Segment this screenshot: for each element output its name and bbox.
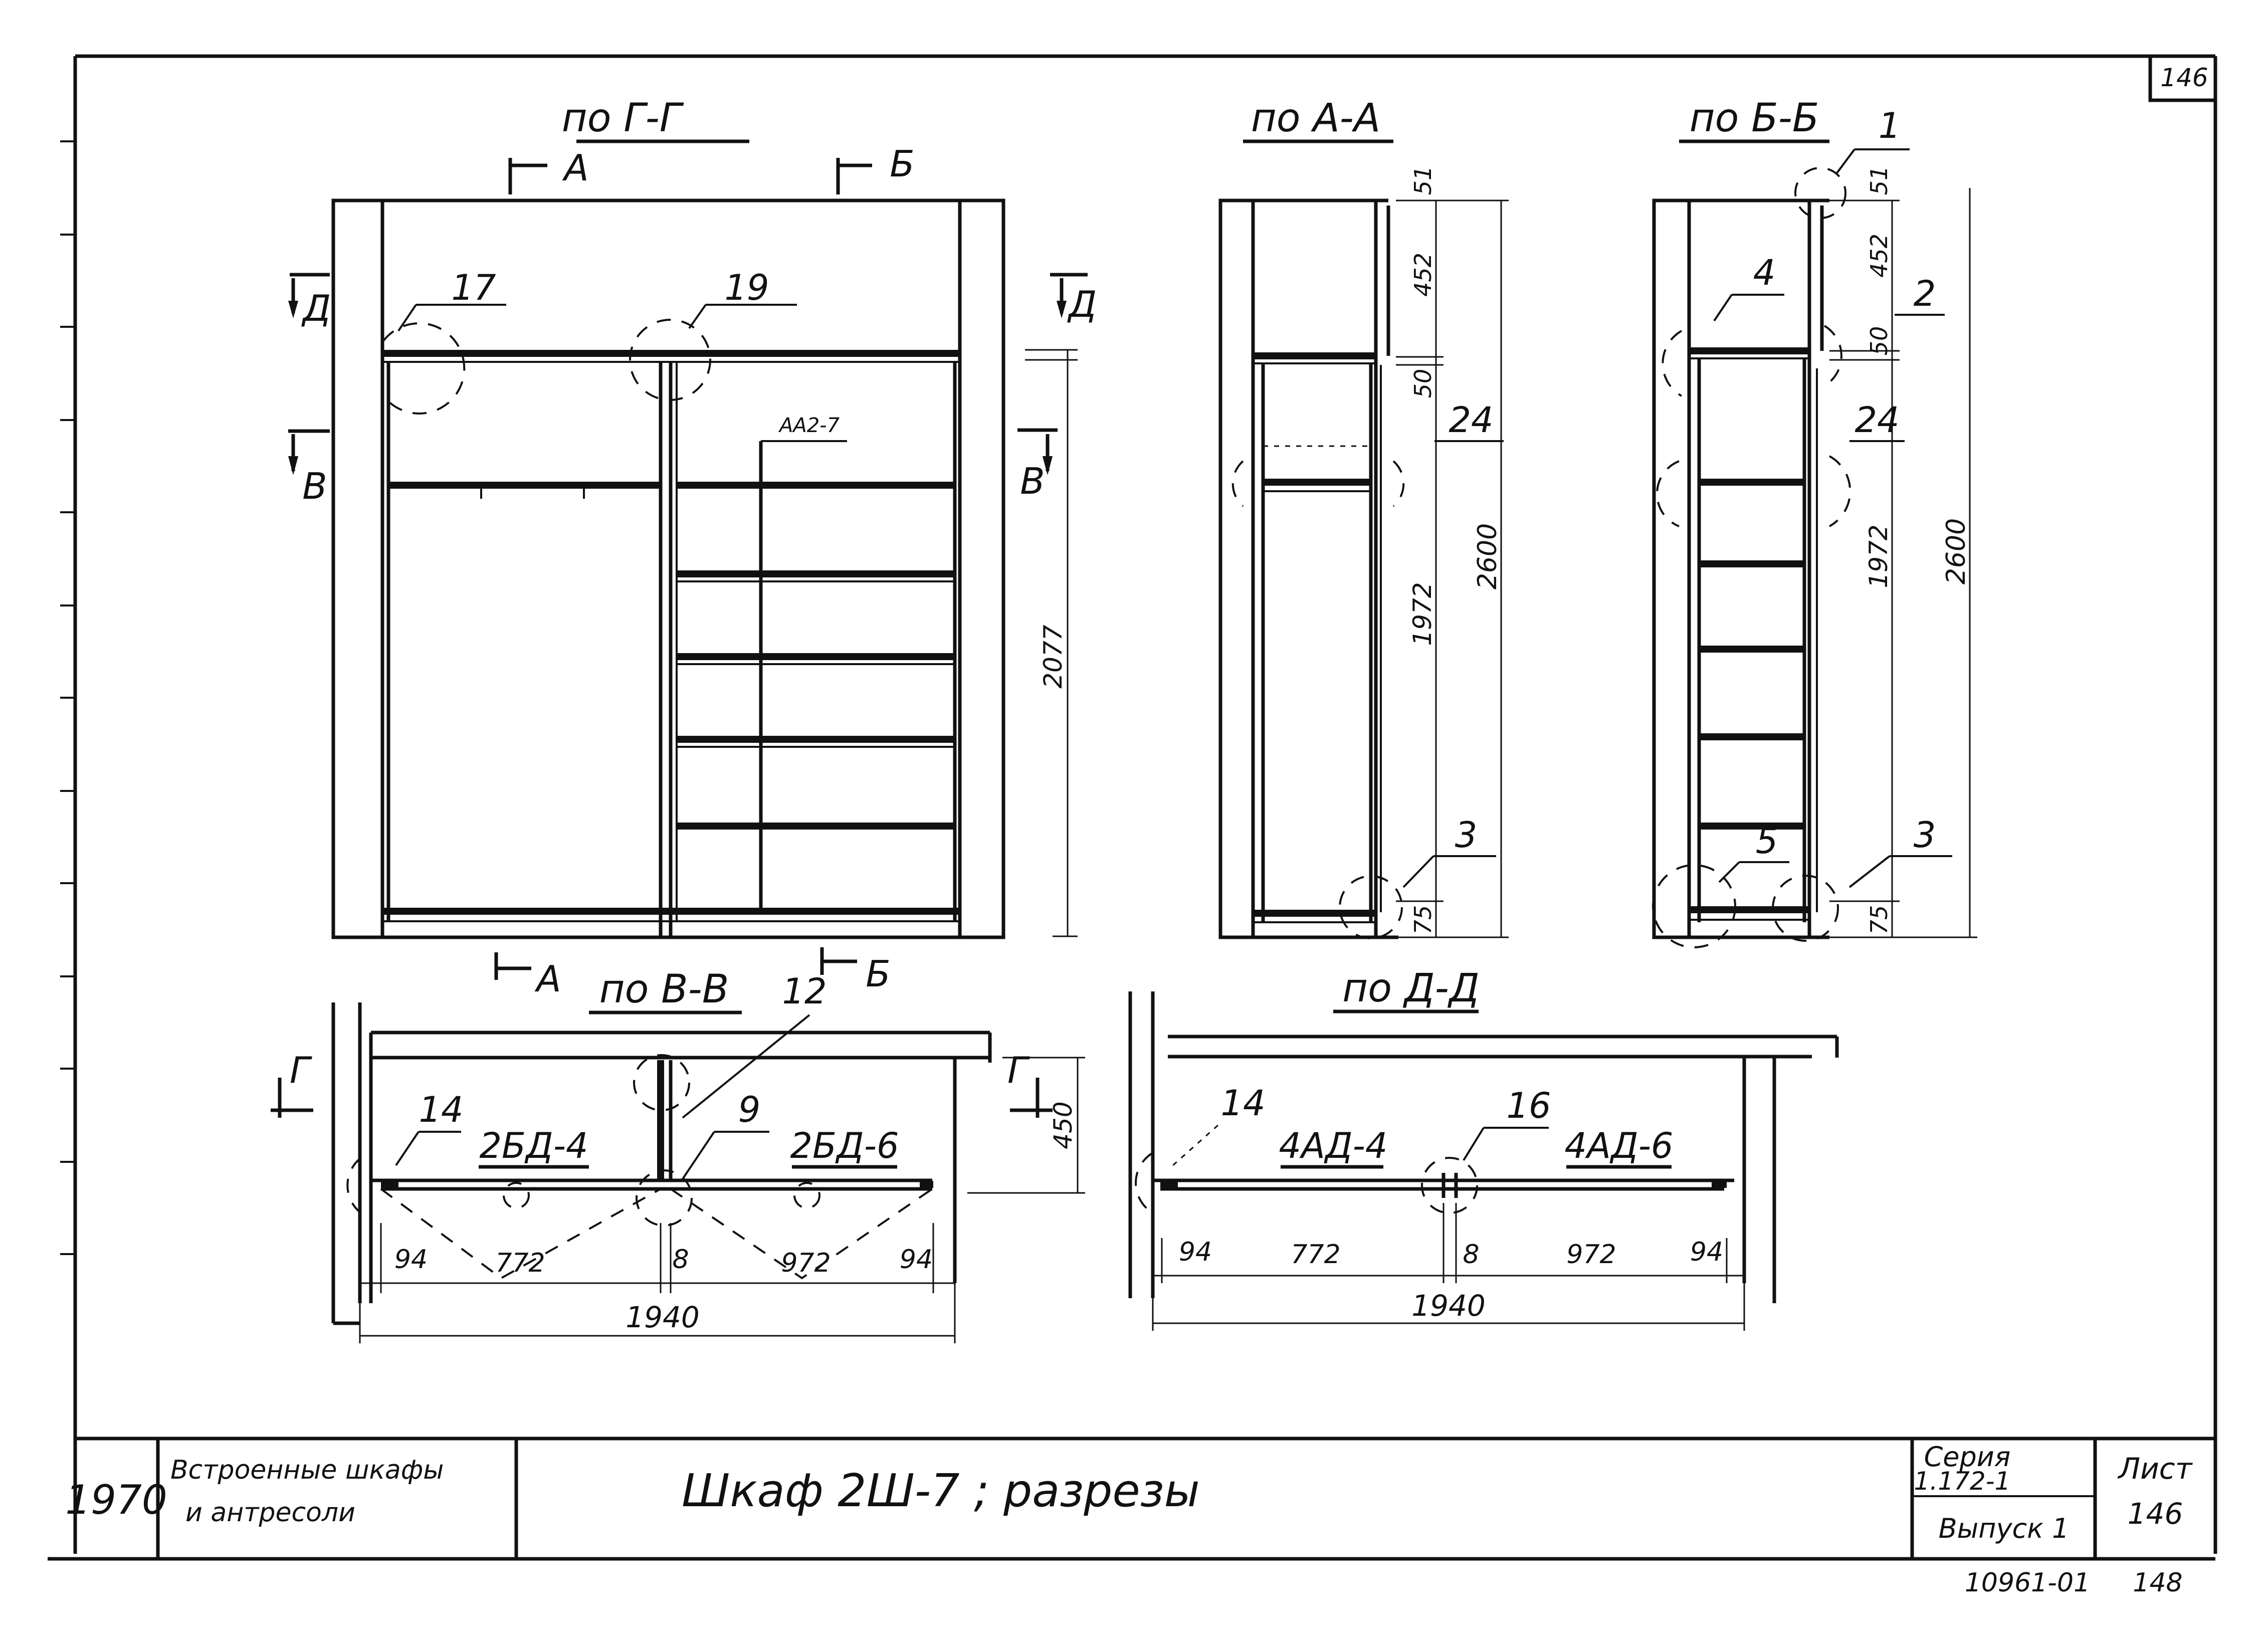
cut-mark-g-left: Г [290,1049,312,1091]
callout-dd-16: 16 [1506,1085,1551,1126]
title-block [75,1437,2215,1559]
dim-dd-8: 8 [1463,1240,1479,1270]
dim-vv-772: 772 [495,1248,545,1278]
title-sheet-value: 146 [2128,1497,2183,1531]
dim-vv-1940: 1940 [626,1300,700,1334]
cut-mark-d-left: Д [301,287,331,329]
callout-vv-14: 14 [419,1089,463,1130]
dim-2077: 2077 [1039,625,1068,688]
sheet-frame [48,54,2217,1561]
dim-bb-1972: 1972 [1864,524,1893,588]
dim-bb-50: 50 [1866,326,1893,356]
dim-dd-772: 772 [1291,1240,1340,1270]
dim-dd-972: 972 [1566,1240,1616,1270]
cut-mark-b-bottom: Б [866,953,890,995]
section-title-dd: по Д-Д [1342,966,1480,1011]
title-subject-line1: Встроенные шкафы [170,1455,444,1485]
cut-mark-g-right: Г [1007,1049,1030,1091]
cut-mark-b-top: Б [890,143,914,185]
dim-aa-75: 75 [1409,905,1436,935]
dim-dd-94-left: 94 [1179,1237,1212,1267]
doc-number: 10961-01 [1965,1568,2090,1598]
callout-bb-24: 24 [1854,399,1899,441]
dim-vv-94-left: 94 [394,1245,428,1275]
door-label-4ad6: 4АД-6 [1565,1125,1674,1166]
door-label-2bd6: 2БД-6 [790,1125,899,1166]
title-series-label: Серия [1924,1441,2011,1473]
door-label-2bd4: 2БД-4 [479,1125,588,1166]
dim-aa-50: 50 [1409,369,1436,398]
cut-mark-v-left: В [302,465,327,507]
title-sheet-label: Лист [2118,1452,2193,1486]
callout-aa-3: 3 [1455,814,1478,856]
section-title-vv: по В-В [599,967,729,1012]
callout-aa-24: 24 [1449,399,1493,441]
dim-bb-51: 51 [1866,166,1893,195]
dim-aa-51: 51 [1409,166,1436,195]
gg-cut-marks [288,158,1088,980]
title-subject-line2: и антресоли [185,1498,355,1528]
dim-vv-972: 972 [781,1248,831,1278]
cut-mark-a-top: А [562,147,588,189]
callout-bb-4: 4 [1753,252,1776,293]
section-title-aa: по А-А [1251,96,1380,141]
callout-bb-5: 5 [1756,821,1778,862]
section-dd [1128,991,1839,1331]
section-bb [1652,167,1977,948]
section-gg [331,198,1078,939]
section-title-bb: по Б-Б [1690,96,1819,141]
dim-vv-8: 8 [672,1245,689,1275]
cut-mark-d-right: Д [1067,283,1097,325]
dim-vv-94-right: 94 [900,1245,933,1275]
callout-vv-9: 9 [738,1089,761,1130]
callout-17: 17 [451,267,496,308]
section-vv [271,1002,1085,1343]
title-year: 1970 [65,1477,167,1523]
callout-19: 19 [724,267,769,308]
callout-bb-3: 3 [1914,814,1936,856]
dim-bb-452: 452 [1866,234,1893,278]
cut-mark-a-bottom: А [534,958,561,1000]
callout-bb-1: 1 [1879,105,1901,146]
corner-sheet-number: 146 [2160,63,2208,92]
elevation-label: АА2-7 [778,414,840,437]
section-aa [1218,198,1509,939]
callout-vv-12: 12 [782,971,827,1012]
dim-bb-2600: 2600 [1941,518,1971,584]
title-main: Шкаф 2Ш-7 ; разрезы [682,1465,1200,1517]
dim-aa-452: 452 [1409,253,1436,297]
title-series-value: 1.172-1 [1914,1467,2011,1496]
section-title-gg: по Г-Г [562,96,684,141]
callout-bb-2: 2 [1914,273,1936,314]
dim-bb-75: 75 [1866,905,1893,935]
title-issue: Выпуск 1 [1939,1513,2070,1544]
dim-aa-2600: 2600 [1473,523,1503,589]
cut-mark-v-right: В [1020,460,1045,502]
dim-dd-1940: 1940 [1411,1289,1486,1323]
dim-dd-94-right: 94 [1690,1237,1723,1267]
dim-vv-450: 450 [1049,1101,1078,1149]
page-number: 148 [2133,1568,2182,1598]
door-label-4ad4: 4АД-4 [1279,1125,1388,1166]
dim-aa-1972: 1972 [1408,582,1437,646]
callout-dd-14: 14 [1220,1083,1265,1124]
